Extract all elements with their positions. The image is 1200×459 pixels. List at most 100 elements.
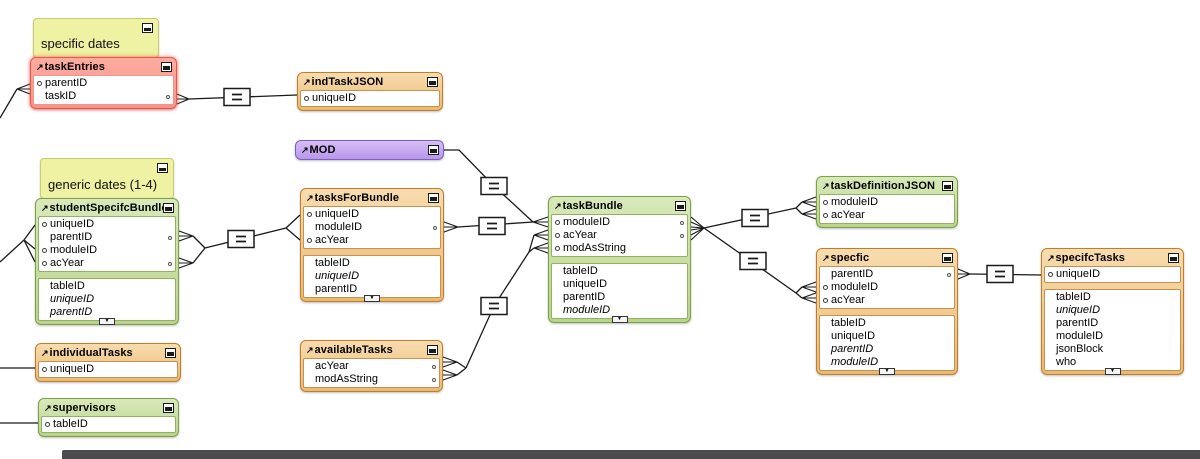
field-row[interactable]: uniqueID [39, 363, 177, 376]
field-row[interactable]: tableID [552, 265, 687, 278]
relationship-line[interactable] [795, 292, 803, 299]
field-row[interactable]: parentID [39, 231, 175, 244]
field-row[interactable]: uniqueID [1045, 304, 1180, 317]
note-specific-dates[interactable]: specific dates [33, 18, 159, 58]
table-header[interactable]: ↗taskBundle [551, 198, 688, 214]
field-row[interactable]: uniqueID [301, 92, 439, 105]
field-row[interactable]: moduleID [820, 196, 954, 209]
relationship-MOD-taskBundle[interactable] [444, 149, 549, 228]
field-row[interactable]: acYear [820, 294, 954, 307]
equals-operator-box[interactable] [741, 208, 769, 228]
relationship-line[interactable] [285, 214, 301, 229]
relationship-line[interactable] [285, 227, 301, 241]
relationship-line[interactable] [0, 239, 25, 263]
equals-operator-box[interactable] [739, 251, 767, 271]
field-row[interactable]: jsonBlock [1045, 343, 1180, 356]
field-row[interactable]: uniqueID [304, 270, 440, 283]
scroll-notch-icon[interactable]: ▼ [1104, 368, 1121, 375]
field-row[interactable]: modAsString [552, 242, 687, 255]
relationship-line[interactable] [795, 286, 803, 294]
collapse-icon[interactable] [428, 193, 439, 203]
field-row[interactable]: parentID [820, 268, 954, 281]
note-collapse-icon[interactable] [157, 163, 168, 173]
relationship-specfic-specifcTasks[interactable] [957, 264, 1042, 284]
equals-operator-box[interactable] [227, 229, 255, 249]
field-row[interactable]: uniqueID [304, 208, 440, 221]
equals-operator-box[interactable] [480, 176, 508, 196]
relationship-line[interactable] [23, 224, 36, 241]
relationship-studentSpecifcBundle-offscreen[interactable] [0, 224, 36, 263]
relationship-line[interactable] [795, 201, 803, 209]
collapse-icon[interactable] [675, 201, 686, 211]
table-individualTasks[interactable]: ↗individualTasks uniqueID [35, 343, 181, 382]
field-row[interactable]: uniqueID [39, 293, 175, 306]
collapse-icon[interactable] [942, 181, 953, 191]
relationship-line[interactable] [456, 367, 467, 376]
field-row[interactable]: tableID [820, 317, 954, 330]
field-row[interactable]: tableID [42, 418, 175, 431]
equals-operator-box[interactable] [986, 264, 1014, 284]
field-row[interactable]: acYear [552, 229, 687, 242]
relationship-taskBundle-specfic[interactable] [703, 227, 817, 304]
table-indTaskJSON[interactable]: ↗indTaskJSON uniqueID [297, 72, 443, 111]
field-row[interactable]: modAsString [304, 373, 439, 386]
table-header[interactable]: ↗indTaskJSON [300, 74, 440, 90]
field-row[interactable]: moduleID [820, 281, 954, 294]
equals-operator-box[interactable] [223, 87, 251, 107]
field-row[interactable]: uniqueID [820, 330, 954, 343]
relationship-taskEntries-indTaskJSON[interactable] [176, 87, 298, 107]
field-row[interactable]: moduleID [39, 244, 175, 257]
table-header[interactable]: ↗specfic [819, 250, 955, 266]
relationship-tasksForBundle-taskBundle[interactable] [443, 216, 534, 236]
field-row[interactable]: parentID [39, 306, 175, 319]
relationship-line[interactable] [23, 239, 36, 250]
field-row[interactable]: uniqueID [39, 218, 175, 231]
equals-operator-box[interactable] [478, 216, 506, 236]
scroll-notch-icon[interactable]: ▼ [364, 295, 380, 302]
field-row[interactable]: uniqueID [1045, 268, 1180, 281]
field-row[interactable]: moduleID [552, 216, 687, 229]
relationship-line[interactable] [456, 361, 467, 369]
note-collapse-icon[interactable] [142, 23, 153, 33]
note-generic-dates[interactable]: generic dates (1-4) [40, 158, 174, 199]
table-MOD[interactable]: ↗MOD [295, 140, 444, 160]
field-row[interactable]: acYear [304, 360, 439, 373]
scroll-notch-icon[interactable]: ▼ [99, 318, 115, 325]
relationship-line[interactable] [795, 207, 803, 215]
field-row[interactable]: moduleID [1045, 330, 1180, 343]
field-row[interactable]: acYear [304, 234, 440, 247]
collapse-icon[interactable] [163, 203, 174, 213]
relationship-taskEntries-offscreen[interactable] [0, 83, 31, 119]
table-header[interactable]: ↗specifcTasks [1044, 250, 1181, 266]
relationship-taskBundle-taskDefinitionJSON[interactable] [690, 196, 817, 241]
field-row[interactable]: parentID [552, 291, 687, 304]
field-row[interactable]: tableID [304, 257, 440, 270]
field-row[interactable]: moduleID [552, 304, 687, 317]
relationship-line[interactable] [444, 149, 534, 223]
collapse-icon[interactable] [161, 62, 172, 72]
relationship-line[interactable] [192, 247, 206, 264]
collapse-icon[interactable] [1168, 253, 1179, 263]
table-header[interactable]: ↗taskDefinitionJSON [819, 178, 955, 194]
relationship-availableTasks-taskBundle[interactable] [442, 229, 549, 381]
table-header[interactable]: ↗tasksForBundle [303, 190, 441, 206]
table-header[interactable]: ↗availableTasks [303, 342, 440, 358]
field-row[interactable]: who [1045, 356, 1180, 369]
relationship-line[interactable] [192, 235, 206, 249]
table-header[interactable]: ↗individualTasks [38, 345, 178, 361]
equals-operator-box[interactable] [480, 296, 508, 316]
field-row[interactable]: tableID [1045, 291, 1180, 304]
collapse-icon[interactable] [165, 348, 176, 358]
scroll-notch-icon[interactable]: ▼ [611, 316, 628, 323]
field-row[interactable]: parentID [304, 283, 440, 296]
field-row[interactable]: taskID [34, 90, 173, 103]
field-row[interactable]: moduleID [820, 356, 954, 369]
collapse-icon[interactable] [427, 77, 438, 87]
